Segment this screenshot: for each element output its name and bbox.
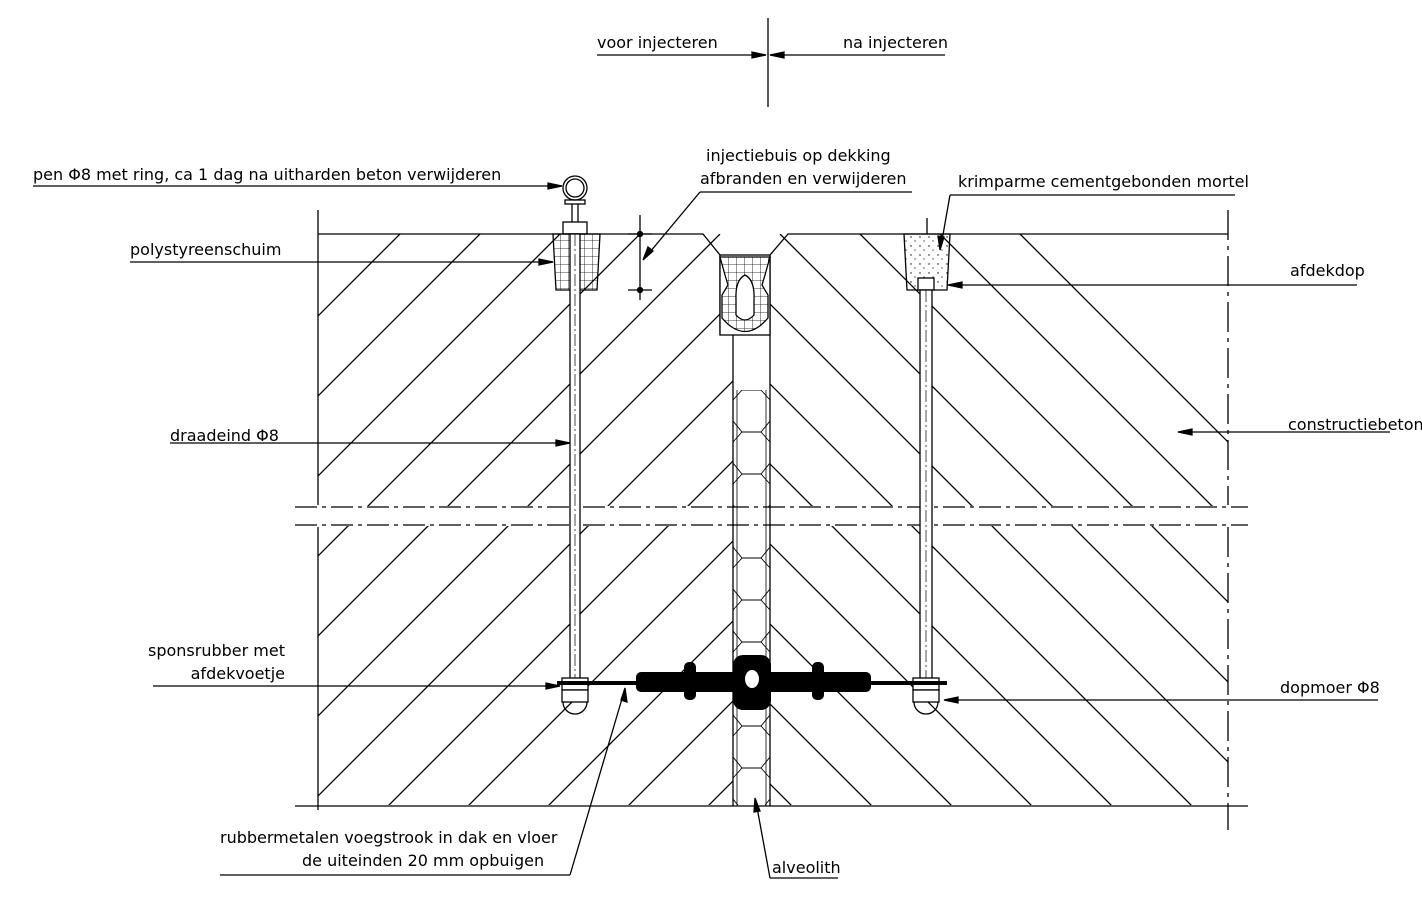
hatch-line (318, 234, 481, 805)
mortar-label: krimparme cementgebonden mortel (958, 172, 1249, 191)
waterstop-label-2: de uiteinden 20 mm opbuigen (302, 851, 544, 870)
hatch-line (318, 234, 733, 805)
hatch-line (318, 234, 733, 805)
hatch-line (770, 234, 1161, 805)
waterstop-label-1: rubbermetalen voegstrook in dak en vloer (220, 828, 558, 847)
concrete-label: constructiebeton (1288, 415, 1422, 434)
hatch-line (779, 234, 1228, 805)
hatch-line (859, 234, 1228, 805)
alveolith-label: alveolith (772, 858, 841, 877)
cap-nut-right (913, 701, 939, 715)
mortar-plug (903, 233, 951, 291)
alveolith-joint (732, 335, 771, 806)
right-pin-assembly (903, 218, 951, 715)
hatch-line (339, 234, 733, 805)
cap-nut-left (562, 701, 588, 715)
hatch-line (900, 234, 1422, 898)
sponge-rubber-label-2: afdekvoetje (191, 664, 285, 683)
pin-label: pen Φ8 met ring, ca 1 dag na uitharden b… (33, 165, 501, 184)
threaded-rod-label: draadeind Φ8 (170, 426, 279, 445)
hatch-line (318, 234, 721, 805)
hatch-line (740, 234, 1422, 898)
after-injection-label: na injecteren (843, 33, 948, 52)
hatch-line (770, 234, 1228, 805)
hatch-line (820, 234, 1422, 898)
hatch-line (770, 234, 1228, 805)
concrete-hatch-right (770, 234, 1228, 805)
cap-nut-label: dopmoer Φ8 (1280, 678, 1380, 697)
hatch-line (499, 234, 733, 805)
concrete-hatch-left (318, 234, 1422, 898)
hatch-line (1060, 234, 1422, 898)
left-pin-assembly (552, 175, 601, 715)
hatch-line (318, 234, 561, 805)
injection-state-header: voor injecteren na injecteren (597, 18, 948, 107)
hatch-line (939, 234, 1228, 805)
hatch-line (770, 234, 1001, 805)
hatch-line (980, 234, 1422, 898)
hatch-line (318, 234, 641, 805)
annotations: pen Φ8 met ring, ca 1 dag na uitharden b… (33, 146, 1422, 879)
polystyrene-label: polystyreenschuim (130, 240, 281, 259)
cap-label: afdekdop (1290, 261, 1365, 280)
injection-tube-label-2: afbranden en verwijderen (700, 169, 907, 188)
hatch-line (1019, 234, 1228, 805)
sponge-rubber-label-1: sponsrubber met (148, 641, 285, 660)
hatch-line (318, 234, 733, 805)
before-injection-label: voor injecteren (597, 33, 718, 52)
hatch-line (318, 234, 401, 805)
injection-tube-label-1: injectiebuis op dekking (706, 146, 891, 165)
concrete-outline (295, 210, 1248, 830)
injection-tube (719, 254, 771, 336)
waterstop (557, 655, 947, 710)
hatch-line (770, 234, 1228, 805)
